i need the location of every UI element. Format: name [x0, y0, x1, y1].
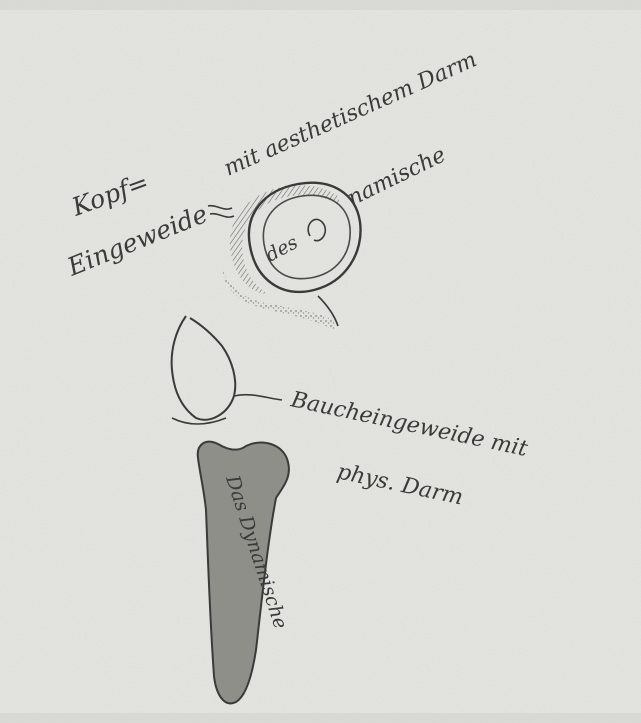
- bottom-edge: [0, 713, 641, 723]
- top-edge: [0, 0, 641, 10]
